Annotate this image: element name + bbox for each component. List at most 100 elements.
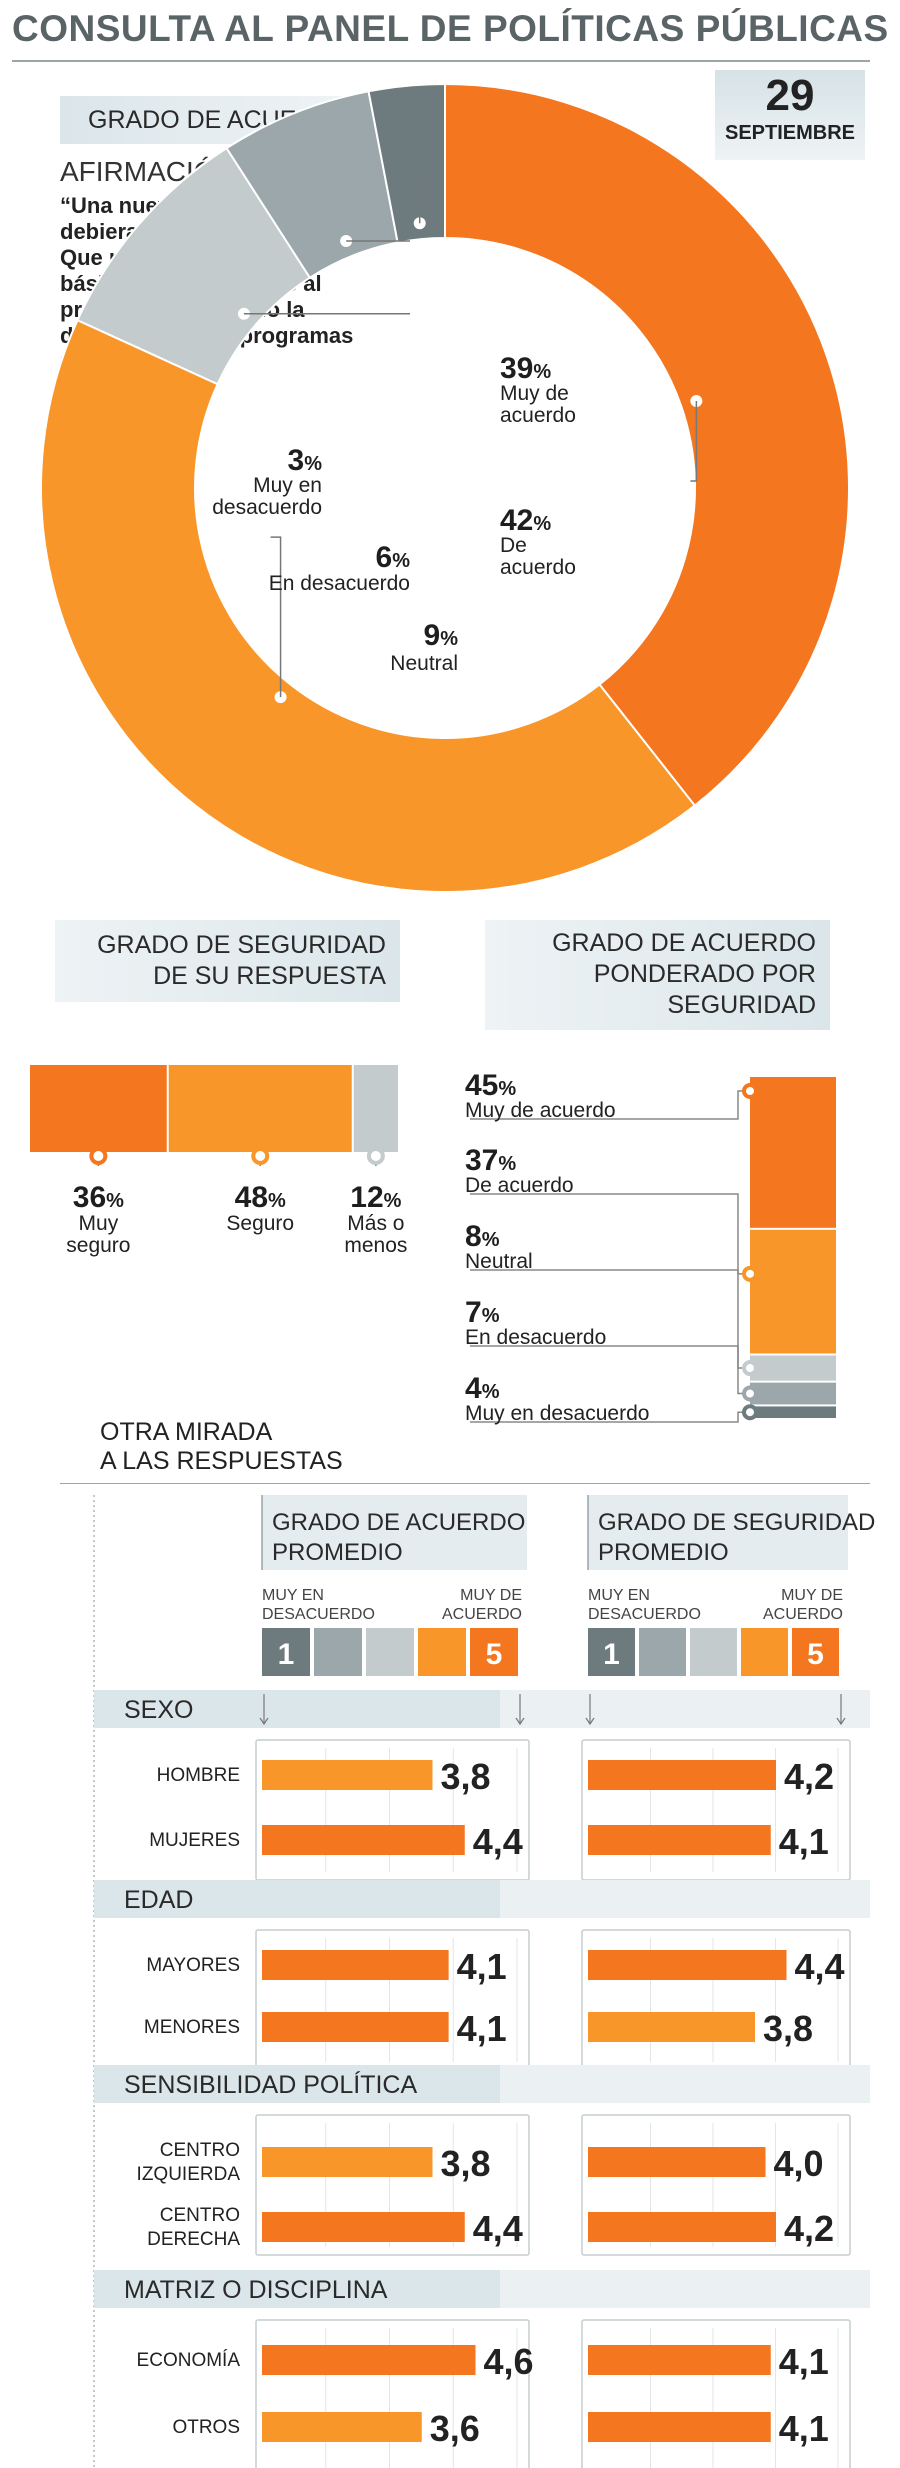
donut-category-2: Neutral <box>390 652 458 675</box>
title-rule <box>12 60 870 62</box>
date-month: SEPTIEMBRE <box>724 122 856 144</box>
donut-value-1: 42% <box>500 504 551 537</box>
group-banner-2 <box>94 2065 870 2103</box>
group-title-1: EDAD <box>124 1886 193 1914</box>
avg-value-3-0-0: 4,6 <box>484 2341 534 2382</box>
date-badge: 29 SEPTIEMBRE <box>715 70 865 160</box>
row-label-2-0: CENTRO <box>160 2140 240 2161</box>
weighted-segment-3 <box>750 1382 836 1405</box>
row-label-0-1: MUJERES <box>149 1830 240 1851</box>
scale-arrowhead-1-1 <box>836 1717 846 1726</box>
avg-bar-1-1-0 <box>262 2012 449 2042</box>
security-marker-2 <box>366 1147 385 1165</box>
scale-box-0-4 <box>470 1628 518 1676</box>
weighted-marker-1 <box>742 1265 758 1282</box>
scale-min-0: 1 <box>278 1638 295 1671</box>
scale-high-label-1: ACUERDO <box>763 1606 843 1623</box>
donut-value-4: 3% <box>288 444 323 477</box>
donut-leader-4 <box>418 174 430 224</box>
weighted-category-2: Neutral <box>465 1250 533 1273</box>
scale-arrowhead-1-0 <box>585 1717 595 1726</box>
avg-value-1-1-0: 4,1 <box>457 2008 507 2049</box>
avg-value-0-1-1: 4,1 <box>779 1821 829 1862</box>
weighted-banner-line-0: GRADO DE ACUERDO <box>552 929 816 957</box>
row-label-2-0: IZQUIERDA <box>137 2164 241 2185</box>
weighted-category-0: Muy de acuerdo <box>465 1099 616 1122</box>
avg-bar-2-1-1 <box>588 2212 776 2242</box>
donut-leader-0 <box>690 400 698 482</box>
scale-box-0-2 <box>366 1628 414 1676</box>
avg-value-0-0-0: 3,8 <box>441 1756 491 1797</box>
avg-bar-1-1-1 <box>588 2012 755 2042</box>
weighted-value-4: 4% <box>465 1372 500 1405</box>
scale-box-1-2 <box>690 1628 737 1676</box>
avg-bar-3-1-0 <box>262 2412 422 2442</box>
group-banner-fade-3 <box>500 2270 870 2308</box>
security-category-0: Muy <box>79 1212 119 1235</box>
scale-box-1-1 <box>639 1628 686 1676</box>
scale-box-0-1 <box>314 1628 362 1676</box>
weighted-marker-0 <box>742 1083 758 1099</box>
donut-category-0: acuerdo <box>500 404 576 427</box>
group-banner-0 <box>94 1690 870 1728</box>
security-value-1: 48% <box>235 1181 286 1214</box>
security-value-2: 12% <box>350 1181 401 1214</box>
row-label-2-1: DERECHA <box>147 2229 240 2250</box>
avg-bar-2-0-1 <box>588 2147 766 2177</box>
security-bar-1 <box>168 1065 352 1152</box>
donut-slice-1 <box>40 318 697 893</box>
avg-bar-3-0-1 <box>588 2345 771 2375</box>
weighted-value-3: 7% <box>465 1296 500 1329</box>
weighted-value-2: 8% <box>465 1220 500 1253</box>
scale-box-1-3 <box>741 1628 788 1676</box>
avg-bar-3-0-0 <box>262 2345 476 2375</box>
donut-leader-1 <box>270 536 282 698</box>
avg-bar-0-1-0 <box>262 1825 465 1855</box>
security-category-1: Seguro <box>226 1212 294 1235</box>
other-view-title-line-1: A LAS RESPUESTAS <box>100 1447 343 1475</box>
scale-arrowhead-0-0 <box>259 1717 269 1726</box>
avg-value-2-1-1: 4,2 <box>784 2208 834 2249</box>
scale-high-label-0: ACUERDO <box>442 1606 522 1623</box>
security-bar-2 <box>353 1065 398 1152</box>
weighted-segment-4 <box>750 1406 836 1418</box>
weighted-banner-line-2: SEGURIDAD <box>667 991 816 1019</box>
column-panel-2-0 <box>255 2114 530 2256</box>
avg-value-0-0-1: 4,2 <box>784 1756 834 1797</box>
avg-value-1-0-1: 4,4 <box>795 1946 845 1987</box>
column-header-0: GRADO DE ACUERDO <box>272 1509 525 1536</box>
scale-box-1-4 <box>792 1628 839 1676</box>
group-banner-fade-1 <box>500 1880 870 1918</box>
weighted-segment-2 <box>750 1355 836 1381</box>
weighted-category-3: En desacuerdo <box>465 1326 606 1349</box>
other-view-title-line-0: OTRA MIRADA <box>100 1418 273 1446</box>
scale-high-label-1: MUY DE <box>781 1587 843 1604</box>
security-marker-1 <box>251 1147 270 1165</box>
avg-bar-1-0-0 <box>262 1950 449 1980</box>
scale-max-0: 5 <box>486 1638 503 1671</box>
row-label-3-0: ECONOMÍA <box>137 2350 241 2371</box>
scale-min-1: 1 <box>603 1638 620 1671</box>
security-category-0: seguro <box>66 1234 130 1257</box>
donut-category-1: De <box>500 534 527 557</box>
security-category-2: menos <box>344 1234 407 1257</box>
scale-arrowhead-0-1 <box>515 1717 525 1726</box>
avg-bar-2-0-0 <box>262 2147 433 2177</box>
page-title: CONSULTA AL PANEL DE POLÍTICAS PÚBLICAS <box>12 8 889 49</box>
donut-category-3: En desacuerdo <box>269 572 410 595</box>
avg-bar-2-1-0 <box>262 2212 465 2242</box>
donut-category-0: Muy de <box>500 382 569 405</box>
scale-low-label-1: MUY EN <box>588 1587 650 1604</box>
scale-high-label-0: MUY DE <box>460 1587 522 1604</box>
avg-value-1-1-1: 3,8 <box>763 2008 813 2049</box>
scale-low-label-0: MUY EN <box>262 1587 324 1604</box>
security-marker-0 <box>89 1147 108 1165</box>
donut-category-1: acuerdo <box>500 556 576 579</box>
other-view-rule <box>60 1483 870 1484</box>
group-title-0: SEXO <box>124 1696 193 1724</box>
security-value-0: 36% <box>73 1181 124 1214</box>
avg-value-0-1-0: 4,4 <box>473 1821 523 1862</box>
agreement-donut-chart: 39%Muy deacuerdo42%Deacuerdo9%Neutral6%E… <box>40 82 850 893</box>
